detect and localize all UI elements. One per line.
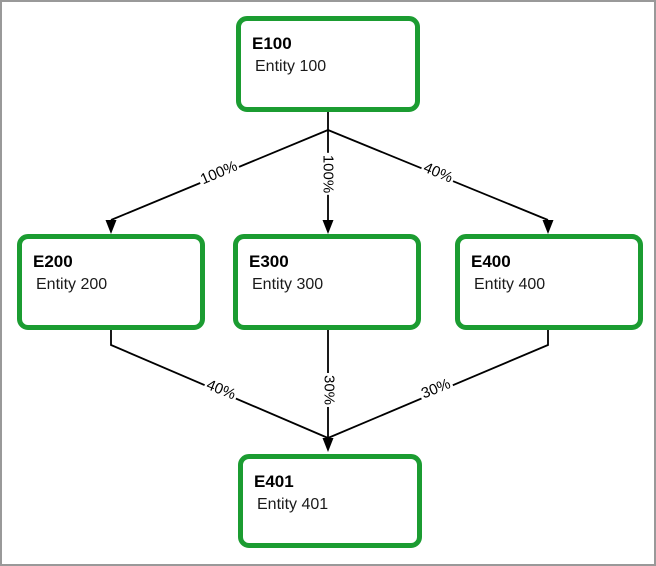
- node-title: E100: [252, 34, 292, 53]
- arrowhead-e400: [542, 220, 554, 234]
- arrowheads: [105, 220, 554, 452]
- arrowhead-e401: [322, 438, 334, 452]
- connector-e200-e401: [110, 330, 329, 439]
- arrowhead-e300: [322, 220, 334, 234]
- node-subtitle: Entity 100: [255, 58, 327, 76]
- node-title: E401: [254, 472, 294, 491]
- node-e200[interactable]: E200 Entity 200: [17, 234, 205, 330]
- connector-e400-e401: [327, 330, 549, 439]
- node-e401[interactable]: E401 Entity 401: [238, 454, 422, 548]
- node-e400[interactable]: E400 Entity 400: [455, 234, 643, 330]
- node-title: E200: [33, 252, 73, 271]
- arrowhead-e200: [105, 220, 117, 234]
- edge-label-e300-e401[interactable]: 30%: [320, 372, 338, 408]
- node-subtitle: Entity 300: [252, 276, 324, 294]
- edge-label-e100-e300[interactable]: 100%: [319, 152, 337, 196]
- node-title: E300: [249, 252, 289, 271]
- node-e100[interactable]: E100 Entity 100: [236, 16, 420, 112]
- node-subtitle: Entity 400: [474, 276, 546, 294]
- node-e300[interactable]: E300 Entity 300: [233, 234, 421, 330]
- node-subtitle: Entity 401: [257, 496, 329, 514]
- node-title: E400: [471, 252, 511, 271]
- node-subtitle: Entity 200: [36, 276, 108, 294]
